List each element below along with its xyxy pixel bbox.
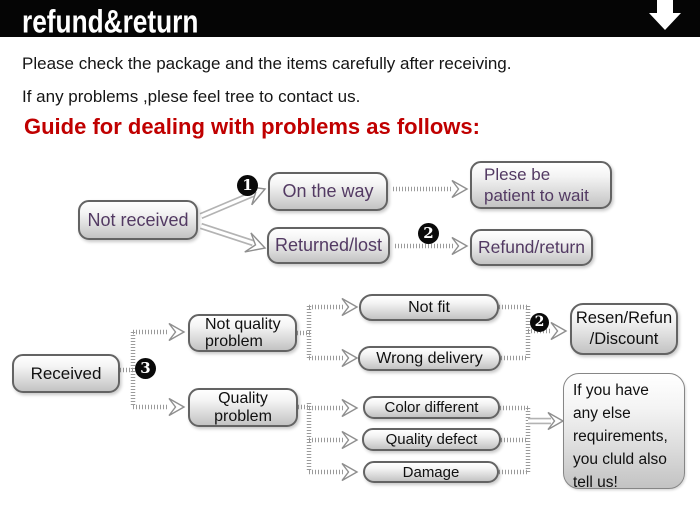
node-label: Plese be patient to wait [484,165,589,205]
arrow-not-received-to-on-the-way [199,185,267,219]
connector-not-quality-branch [297,297,359,368]
arrow-returned-lost-to-refund [395,236,469,256]
node-not-fit: Not fit [359,294,499,321]
node-label: Refund/return [477,237,585,257]
arrow-on-the-way-to-wait [393,179,469,199]
node-label: Not received [87,209,189,230]
node-not-quality-problem: Not quality problem [188,314,297,352]
node-received: Received [12,354,120,393]
intro-line-2: If any problems ,plese feel tree to cont… [22,87,361,106]
node-label: Resen/Refun /Discount [575,309,673,348]
step-badge-2-bottom: 2 [530,313,549,332]
step-badge-2-top: 2 [418,223,439,244]
connector-to-resen-refund [499,304,568,361]
node-wrong-delivery: Wrong delivery [358,346,501,371]
node-label: Damage [402,463,460,481]
node-color-different: Color different [363,396,500,419]
node-label: Received [30,363,102,383]
connector-to-if-you-have [499,405,565,475]
header-bar: refund&return [0,0,700,40]
node-label: If you have any else requirements, you c… [573,382,668,491]
node-not-received: Not received [78,200,198,240]
node-label: Not fit [408,298,450,316]
step-badge-1: 1 [237,175,258,196]
connector-quality-branch [298,398,359,482]
node-quality-defect: Quality defect [362,428,501,451]
down-arrow-icon [649,0,681,30]
step-badge-3: 3 [135,358,156,379]
guide-heading: Guide for dealing with problems as follo… [24,114,480,139]
node-label: Quality defect [385,431,478,448]
node-returned-lost: Returned/lost [267,227,390,264]
arrow-not-received-to-returned-lost [199,222,267,253]
connector-received-branch [120,322,186,417]
node-label: Color different [384,399,479,416]
node-refund-return: Refund/return [470,229,593,266]
node-on-the-way: On the way [268,172,388,211]
node-other-requirements: If you have any else requirements, you c… [563,373,685,491]
page-title: refund&return [22,3,199,40]
node-please-be-patient: Plese be patient to wait [470,161,612,209]
node-label: Wrong delivery [376,349,483,367]
node-quality-problem: Quality problem [188,388,298,427]
node-label: Not quality problem [205,315,281,351]
node-label: On the way [282,181,374,201]
node-resend-refund-discount: Resen/Refun /Discount [570,303,678,355]
intro-line-1: Please check the package and the items c… [22,54,512,73]
node-label: Returned/lost [274,235,383,255]
node-label: Quality problem [214,390,272,425]
node-damage: Damage [363,461,499,483]
